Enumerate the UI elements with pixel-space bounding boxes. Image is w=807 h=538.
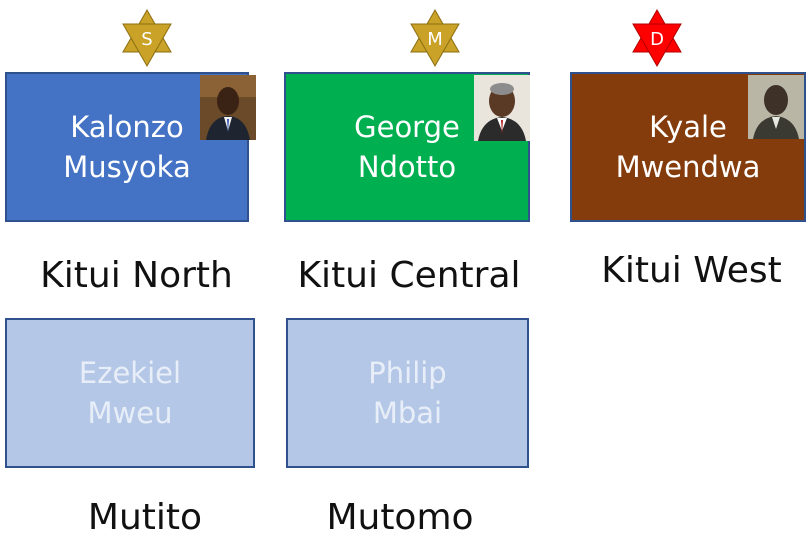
party-badge-letter: S bbox=[141, 29, 152, 50]
party-badge-star: D bbox=[627, 8, 687, 68]
party-badge-star: M bbox=[405, 8, 465, 68]
candidate-first-name: Ezekiel bbox=[78, 356, 182, 390]
candidate-first-name: Philip bbox=[368, 356, 447, 390]
candidate-first-name: George bbox=[354, 110, 460, 144]
candidate-first-name: Kyale bbox=[649, 110, 727, 144]
party-badge-star: S bbox=[117, 8, 177, 68]
candidate-card-ezekiel-mweu: Ezekiel Mweu bbox=[5, 318, 255, 468]
candidate-last-name: Mwendwa bbox=[615, 150, 761, 184]
candidate-photo bbox=[200, 75, 256, 140]
candidate-last-name: Musyoka bbox=[63, 150, 191, 184]
constituency-label: Kitui Central bbox=[297, 255, 521, 296]
party-badge-letter: M bbox=[427, 29, 443, 50]
candidate-first-name: Kalonzo bbox=[70, 110, 184, 144]
candidate-last-name: Mbai bbox=[372, 396, 443, 430]
party-badge-letter: D bbox=[650, 29, 664, 50]
constituency-label: Kitui West bbox=[601, 250, 782, 291]
constituency-label: Kitui North bbox=[40, 255, 233, 296]
constituency-label: Mutomo bbox=[326, 497, 474, 538]
candidate-photo bbox=[474, 75, 530, 141]
candidate-last-name: Ndotto bbox=[357, 150, 457, 184]
constituency-label: Mutito bbox=[87, 497, 203, 538]
candidate-last-name: Mweu bbox=[87, 396, 173, 430]
candidate-card-philip-mbai: Philip Mbai bbox=[286, 318, 529, 468]
candidate-photo bbox=[748, 75, 804, 139]
